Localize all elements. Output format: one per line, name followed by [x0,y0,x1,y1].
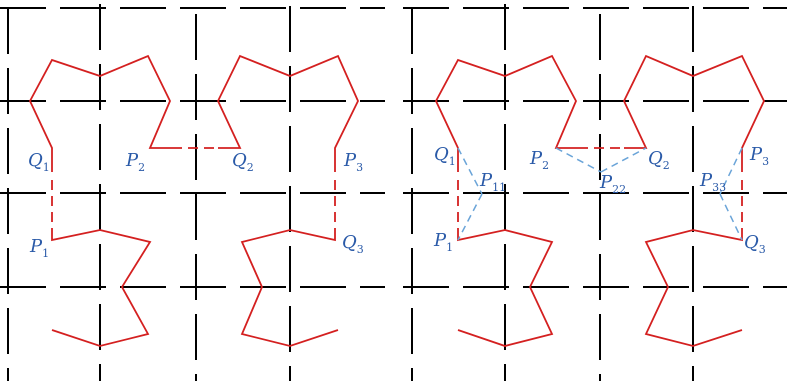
right-label-q1: Q1 [434,144,456,168]
right-label-p33: P33 [699,170,726,194]
right-label-q3: Q3 [744,232,766,256]
right-label-p2: P2 [529,148,549,172]
left-grid [0,4,385,381]
left-top-right-curve [217,54,359,172]
left-label-p1: P1 [29,236,49,260]
right-label-q2: Q2 [648,148,670,172]
left-label-q1: Q1 [28,150,50,174]
left-panel: Q1 P2 Q2 P3 P1 Q3 [0,4,385,381]
right-construction-lines [457,147,743,241]
right-top-right-curve [623,54,765,172]
right-label-p11: P11 [479,170,506,194]
left-label-q2: Q2 [232,150,254,174]
left-top-left-curve [28,54,172,172]
right-curves [434,54,765,347]
right-grid [403,4,787,381]
left-label-p3: P3 [343,150,363,174]
right-bottom-left-curve [457,229,554,347]
right-label-p3: P3 [749,144,769,168]
left-bottom-right-curve [240,229,339,347]
right-labels: Q1 P11 P2 Q2 P22 P3 P33 P1 Q3 [433,144,769,256]
left-bottom-left-curve [51,229,152,347]
left-label-q3: Q3 [342,232,364,256]
right-panel: Q1 P11 P2 Q2 P22 P3 P33 P1 Q3 [403,4,787,381]
left-curves [28,54,359,347]
left-labels: Q1 P2 Q2 P3 P1 Q3 [28,150,364,260]
right-label-p1: P1 [433,230,453,254]
right-bottom-right-curve [644,229,743,347]
left-label-p2: P2 [125,150,145,174]
right-top-left-curve [434,54,578,172]
right-label-p22: P22 [599,172,626,196]
